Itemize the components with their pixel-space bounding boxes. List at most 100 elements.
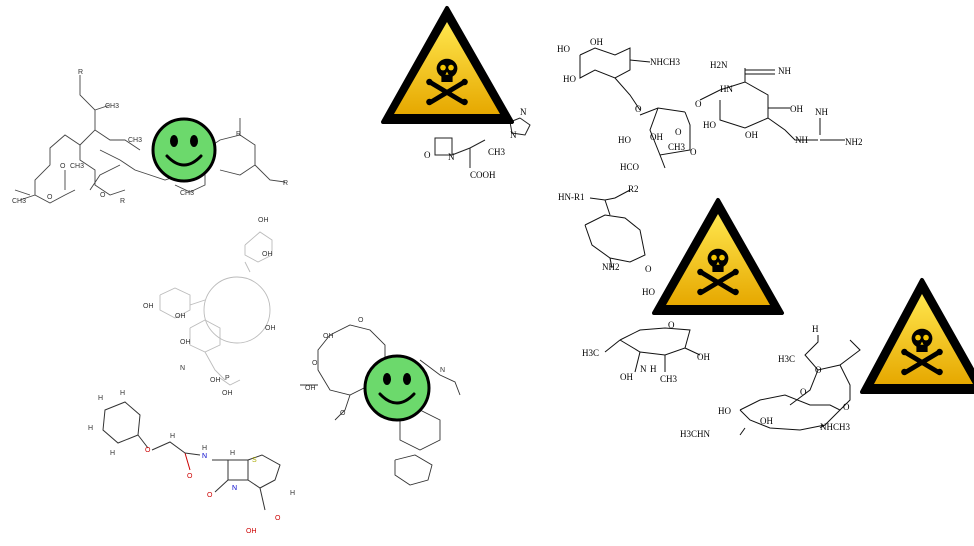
svg-text:H: H [88, 425, 93, 432]
svg-text:R: R [283, 180, 288, 187]
macrolide-top-left-labels: R CH3 CH3 O O R R CH3 O R CH3 CH3 [12, 69, 288, 205]
svg-text:HCO: HCO [620, 162, 640, 172]
sugar-small-labels: H3C OH O N OH CH3 H [582, 320, 710, 384]
svg-text:OH: OH [590, 37, 603, 47]
svg-text:OH: OH [323, 333, 334, 340]
svg-text:HO: HO [718, 406, 731, 416]
svg-text:O: O [187, 473, 193, 480]
aztreonam-labels: O N CH3 COOH N N [424, 107, 527, 180]
svg-text:O: O [47, 194, 53, 201]
svg-text:NH2: NH2 [602, 262, 620, 272]
svg-text:H: H [120, 390, 125, 397]
smiley-face-icon [363, 354, 431, 422]
svg-text:OH: OH [265, 325, 276, 332]
sugar-amine-labels: HN-R1 R2 NH2 O HO [558, 184, 655, 297]
svg-text:O: O [675, 127, 682, 137]
svg-text:NH: NH [815, 107, 828, 117]
svg-text:OH: OH [790, 104, 803, 114]
svg-text:COOH: COOH [470, 170, 496, 180]
svg-text:OH: OH [650, 132, 663, 142]
svg-text:HO: HO [563, 74, 576, 84]
svg-text:P: P [225, 375, 230, 382]
svg-text:OH: OH [262, 251, 273, 258]
svg-text:OH: OH [745, 130, 758, 140]
svg-text:O: O [668, 320, 675, 330]
svg-text:CH3: CH3 [488, 147, 506, 157]
svg-text:H: H [812, 324, 819, 334]
polyene-center-left-labels: OH OH OH OH OH OH P OH OH N [143, 217, 276, 397]
svg-text:NHCH3: NHCH3 [820, 422, 851, 432]
svg-text:O: O [312, 360, 318, 367]
svg-text:OH: OH [210, 377, 221, 384]
svg-text:O: O [843, 402, 850, 412]
sugar-small [604, 327, 701, 373]
svg-text:OH: OH [246, 528, 257, 535]
svg-text:HN: HN [720, 84, 733, 94]
penicillin [102, 401, 281, 511]
spectinomycin [739, 335, 861, 436]
svg-text:N: N [640, 364, 647, 374]
svg-text:N: N [510, 130, 517, 140]
svg-text:O: O [635, 104, 642, 114]
svg-text:CH3: CH3 [70, 163, 84, 170]
svg-text:NH: NH [795, 135, 808, 145]
svg-text:N: N [520, 107, 527, 117]
svg-text:OH: OH [697, 352, 710, 362]
penicillin-labels: H H H H H O O N H H S N O O OH H [88, 390, 295, 535]
streptomycin-labels: HO OH NHCH3 HO O H2N NH HN OH HO O O OH … [557, 37, 863, 172]
skull-warning-icon [381, 6, 514, 124]
svg-text:H: H [202, 445, 207, 452]
svg-text:CH3: CH3 [660, 374, 678, 384]
svg-text:O: O [340, 410, 346, 417]
macrolide-top-left [14, 75, 286, 204]
svg-text:O: O [424, 150, 431, 160]
sugar-amine [584, 189, 646, 269]
svg-text:O: O [100, 192, 106, 199]
svg-text:N: N [202, 453, 207, 460]
svg-text:OH: OH [180, 339, 191, 346]
svg-text:OH: OH [760, 416, 773, 426]
svg-text:H: H [98, 395, 103, 402]
svg-text:H2N: H2N [710, 60, 728, 70]
skull-warning-icon [860, 278, 974, 394]
svg-text:O: O [275, 515, 281, 522]
svg-text:N: N [180, 365, 185, 372]
svg-text:H: H [170, 433, 175, 440]
svg-text:OH: OH [143, 303, 154, 310]
smiley-face-icon [151, 117, 217, 183]
svg-text:O: O [145, 447, 151, 454]
svg-text:HO: HO [642, 287, 655, 297]
svg-text:HO: HO [703, 120, 716, 130]
svg-text:O: O [815, 365, 822, 375]
svg-text:CH3: CH3 [12, 198, 26, 205]
svg-text:HO: HO [557, 44, 570, 54]
svg-text:H3C: H3C [778, 354, 795, 364]
skull-warning-icon [652, 198, 784, 315]
svg-text:H: H [230, 450, 235, 457]
streptomycin [579, 47, 845, 169]
svg-text:OH: OH [175, 313, 186, 320]
svg-text:S: S [252, 457, 257, 464]
spectinomycin-labels: H H3C O O O HO OH H3CHN NHCH3 [680, 324, 851, 439]
svg-text:O: O [690, 147, 697, 157]
svg-text:NH: NH [778, 66, 791, 76]
svg-text:N: N [232, 485, 237, 492]
svg-text:O: O [207, 492, 213, 499]
svg-text:H: H [290, 490, 295, 497]
svg-text:O: O [695, 99, 702, 109]
svg-text:O: O [358, 317, 364, 324]
svg-text:HN-R1: HN-R1 [558, 192, 585, 202]
polyene-center-left [159, 231, 273, 386]
svg-text:O: O [645, 264, 652, 274]
svg-text:CH3: CH3 [668, 142, 686, 152]
svg-text:NHCH3: NHCH3 [650, 57, 681, 67]
svg-text:OH: OH [620, 372, 633, 382]
svg-text:R: R [78, 69, 83, 76]
svg-text:H: H [110, 450, 115, 457]
svg-text:R2: R2 [628, 184, 639, 194]
svg-text:CH3: CH3 [105, 103, 119, 110]
svg-text:O: O [800, 387, 807, 397]
svg-text:O: O [60, 163, 66, 170]
